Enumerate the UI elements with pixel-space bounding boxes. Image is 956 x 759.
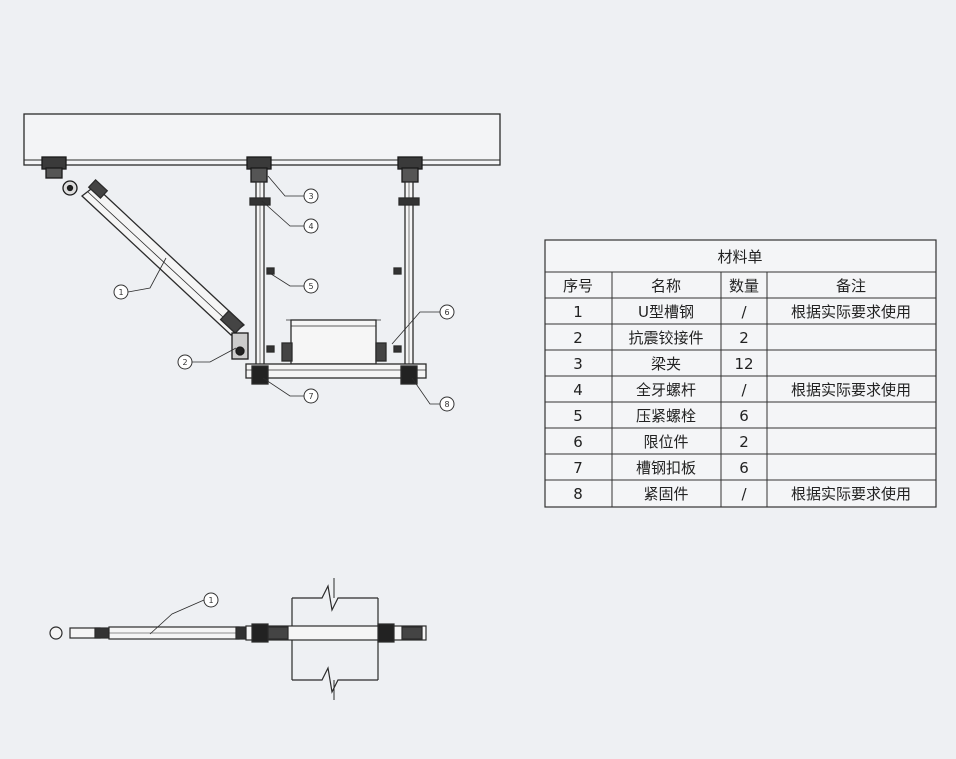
beam-clamp-left xyxy=(41,156,78,196)
svg-text:6: 6 xyxy=(444,308,449,317)
balloon-7: 7 xyxy=(303,388,319,404)
table-cell-qty: 12 xyxy=(734,355,753,373)
svg-text:2: 2 xyxy=(182,358,187,367)
table-title: 材料单 xyxy=(717,248,762,266)
table-cell-note: 根据实际要求使用 xyxy=(791,485,911,503)
plan-brace xyxy=(49,626,247,640)
table-row: 5 压紧螺栓 6 xyxy=(573,407,749,425)
svg-text:5: 5 xyxy=(308,282,313,291)
table-cell-no: 3 xyxy=(573,355,583,373)
bottom-channel xyxy=(245,363,427,385)
beam-clamp-middle xyxy=(246,156,272,183)
table-cell-note: 根据实际要求使用 xyxy=(791,303,911,321)
diagonal-brace xyxy=(80,178,246,336)
table-cell-qty: / xyxy=(741,303,747,321)
table-row: 3 梁夹 12 xyxy=(573,355,753,373)
table-cell-no: 2 xyxy=(573,329,583,347)
balloon-4: 4 xyxy=(303,218,319,234)
plan-channel xyxy=(245,623,427,643)
svg-text:序号: 序号 xyxy=(563,277,593,295)
plan-leader xyxy=(149,599,205,635)
table-row: 7 槽钢扣板 6 xyxy=(573,459,749,477)
table-cell-qty: 6 xyxy=(739,407,749,425)
table-cell-no: 7 xyxy=(573,459,583,477)
balloon-6: 6 xyxy=(439,304,455,320)
svg-text:3: 3 xyxy=(308,192,313,201)
restraint-right xyxy=(375,342,387,362)
svg-text:数量: 数量 xyxy=(729,277,759,295)
leader-lines xyxy=(127,175,440,405)
table-cell-note: 根据实际要求使用 xyxy=(791,381,911,399)
table-cell-no: 1 xyxy=(573,303,583,321)
svg-text:4: 4 xyxy=(308,222,313,231)
table-row: 8 紧固件 / 根据实际要求使用 xyxy=(573,485,911,503)
balloon-plan-1: 1 xyxy=(203,592,219,608)
front-elevation xyxy=(23,113,501,405)
table-cell-name: 压紧螺栓 xyxy=(636,407,696,425)
table-rows: 1 U型槽钢 / 根据实际要求使用 2 抗震铰接件 2 3 梁夹 12 4 全牙螺杆 / 根据实际要求使用… xyxy=(573,303,911,503)
supported-duct xyxy=(286,319,381,365)
svg-text:7: 7 xyxy=(308,392,313,401)
table-cell-name: 限位件 xyxy=(643,433,688,451)
table-header: 序号 名称 数量 备注 xyxy=(563,277,866,295)
svg-text:名称: 名称 xyxy=(651,277,681,295)
table-row: 1 U型槽钢 / 根据实际要求使用 xyxy=(573,303,911,321)
restraint-left xyxy=(281,342,293,362)
table-cell-name: U型槽钢 xyxy=(638,303,694,321)
table-row: 4 全牙螺杆 / 根据实际要求使用 xyxy=(573,381,911,399)
svg-text:备注: 备注 xyxy=(836,277,866,295)
balloon-2: 2 xyxy=(177,354,193,370)
balloon-1: 1 xyxy=(113,284,129,300)
threaded-rod-right xyxy=(393,181,420,369)
table-cell-name: 全牙螺杆 xyxy=(636,381,696,399)
table-cell-no: 8 xyxy=(573,485,583,503)
table-frame xyxy=(544,239,937,508)
hinge-connector xyxy=(231,332,249,360)
table-row: 6 限位件 2 xyxy=(573,433,749,451)
balloon-3: 3 xyxy=(303,188,319,204)
table-cell-no: 4 xyxy=(573,381,583,399)
table-cell-qty: 2 xyxy=(739,329,749,347)
table-cell-qty: / xyxy=(741,381,747,399)
table-cell-name: 抗震铰接件 xyxy=(628,329,703,347)
table-cell-name: 槽钢扣板 xyxy=(636,459,696,477)
balloon-5: 5 xyxy=(303,278,319,294)
table-cell-qty: 6 xyxy=(739,459,749,477)
svg-text:1: 1 xyxy=(118,288,123,297)
table-cell-name: 梁夹 xyxy=(651,355,681,373)
table-cell-no: 5 xyxy=(573,407,583,425)
table-cell-qty: 2 xyxy=(739,433,749,451)
balloon-8: 8 xyxy=(439,396,455,412)
table-row: 2 抗震铰接件 2 xyxy=(573,329,749,347)
materials-table: 材料单 序号 名称 数量 备注 1 U型槽钢 / 根据实际要求使用 2 抗震铰接件 2 3 梁夹… xyxy=(544,239,937,508)
beam-clamp-right xyxy=(397,156,423,183)
svg-text:8: 8 xyxy=(444,400,449,409)
table-cell-name: 紧固件 xyxy=(643,485,688,503)
balloons-front: 1 2 3 4 5 6 7 8 xyxy=(113,188,455,412)
svg-text:1: 1 xyxy=(208,596,213,605)
plan-view xyxy=(49,578,427,700)
table-cell-qty: / xyxy=(741,485,747,503)
threaded-rod-left xyxy=(249,181,275,369)
table-cell-no: 6 xyxy=(573,433,583,451)
